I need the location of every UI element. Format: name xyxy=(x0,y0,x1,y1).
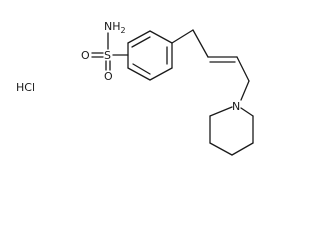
chain-bond xyxy=(171,29,194,44)
ring-bond xyxy=(209,142,233,156)
chain-bond xyxy=(240,80,250,101)
ring-double-bond xyxy=(132,63,151,75)
structure-canvas: S O O NH2 N HCl xyxy=(16,20,254,156)
ring-double-bond xyxy=(131,36,151,48)
chain-bond xyxy=(236,56,250,82)
ring-bond xyxy=(127,67,151,81)
molecule-drawing: S O O NH2 N HCl xyxy=(16,20,254,156)
ring-bond xyxy=(231,142,254,156)
butenyl-chain xyxy=(171,29,250,101)
chain-bond xyxy=(192,29,209,58)
piperidine-nitrogen: N xyxy=(232,100,240,113)
piperidine-ring: N xyxy=(209,100,254,156)
ring-bond xyxy=(149,67,173,81)
benzene-ring xyxy=(127,30,173,81)
oxygen-atom-bottom: O xyxy=(104,70,113,83)
ring-bond xyxy=(209,106,233,117)
hcl-salt-label: HCl xyxy=(16,81,35,94)
sulfur-atom: S xyxy=(104,49,111,62)
oxygen-atom-left: O xyxy=(81,49,90,62)
sulfonamide-nitrogen: NH2 xyxy=(104,20,126,35)
sulfonamide-group: S O O NH2 xyxy=(81,20,129,83)
ring-bond xyxy=(149,30,173,44)
ring-bond xyxy=(127,30,151,44)
ring-bond xyxy=(240,107,254,117)
